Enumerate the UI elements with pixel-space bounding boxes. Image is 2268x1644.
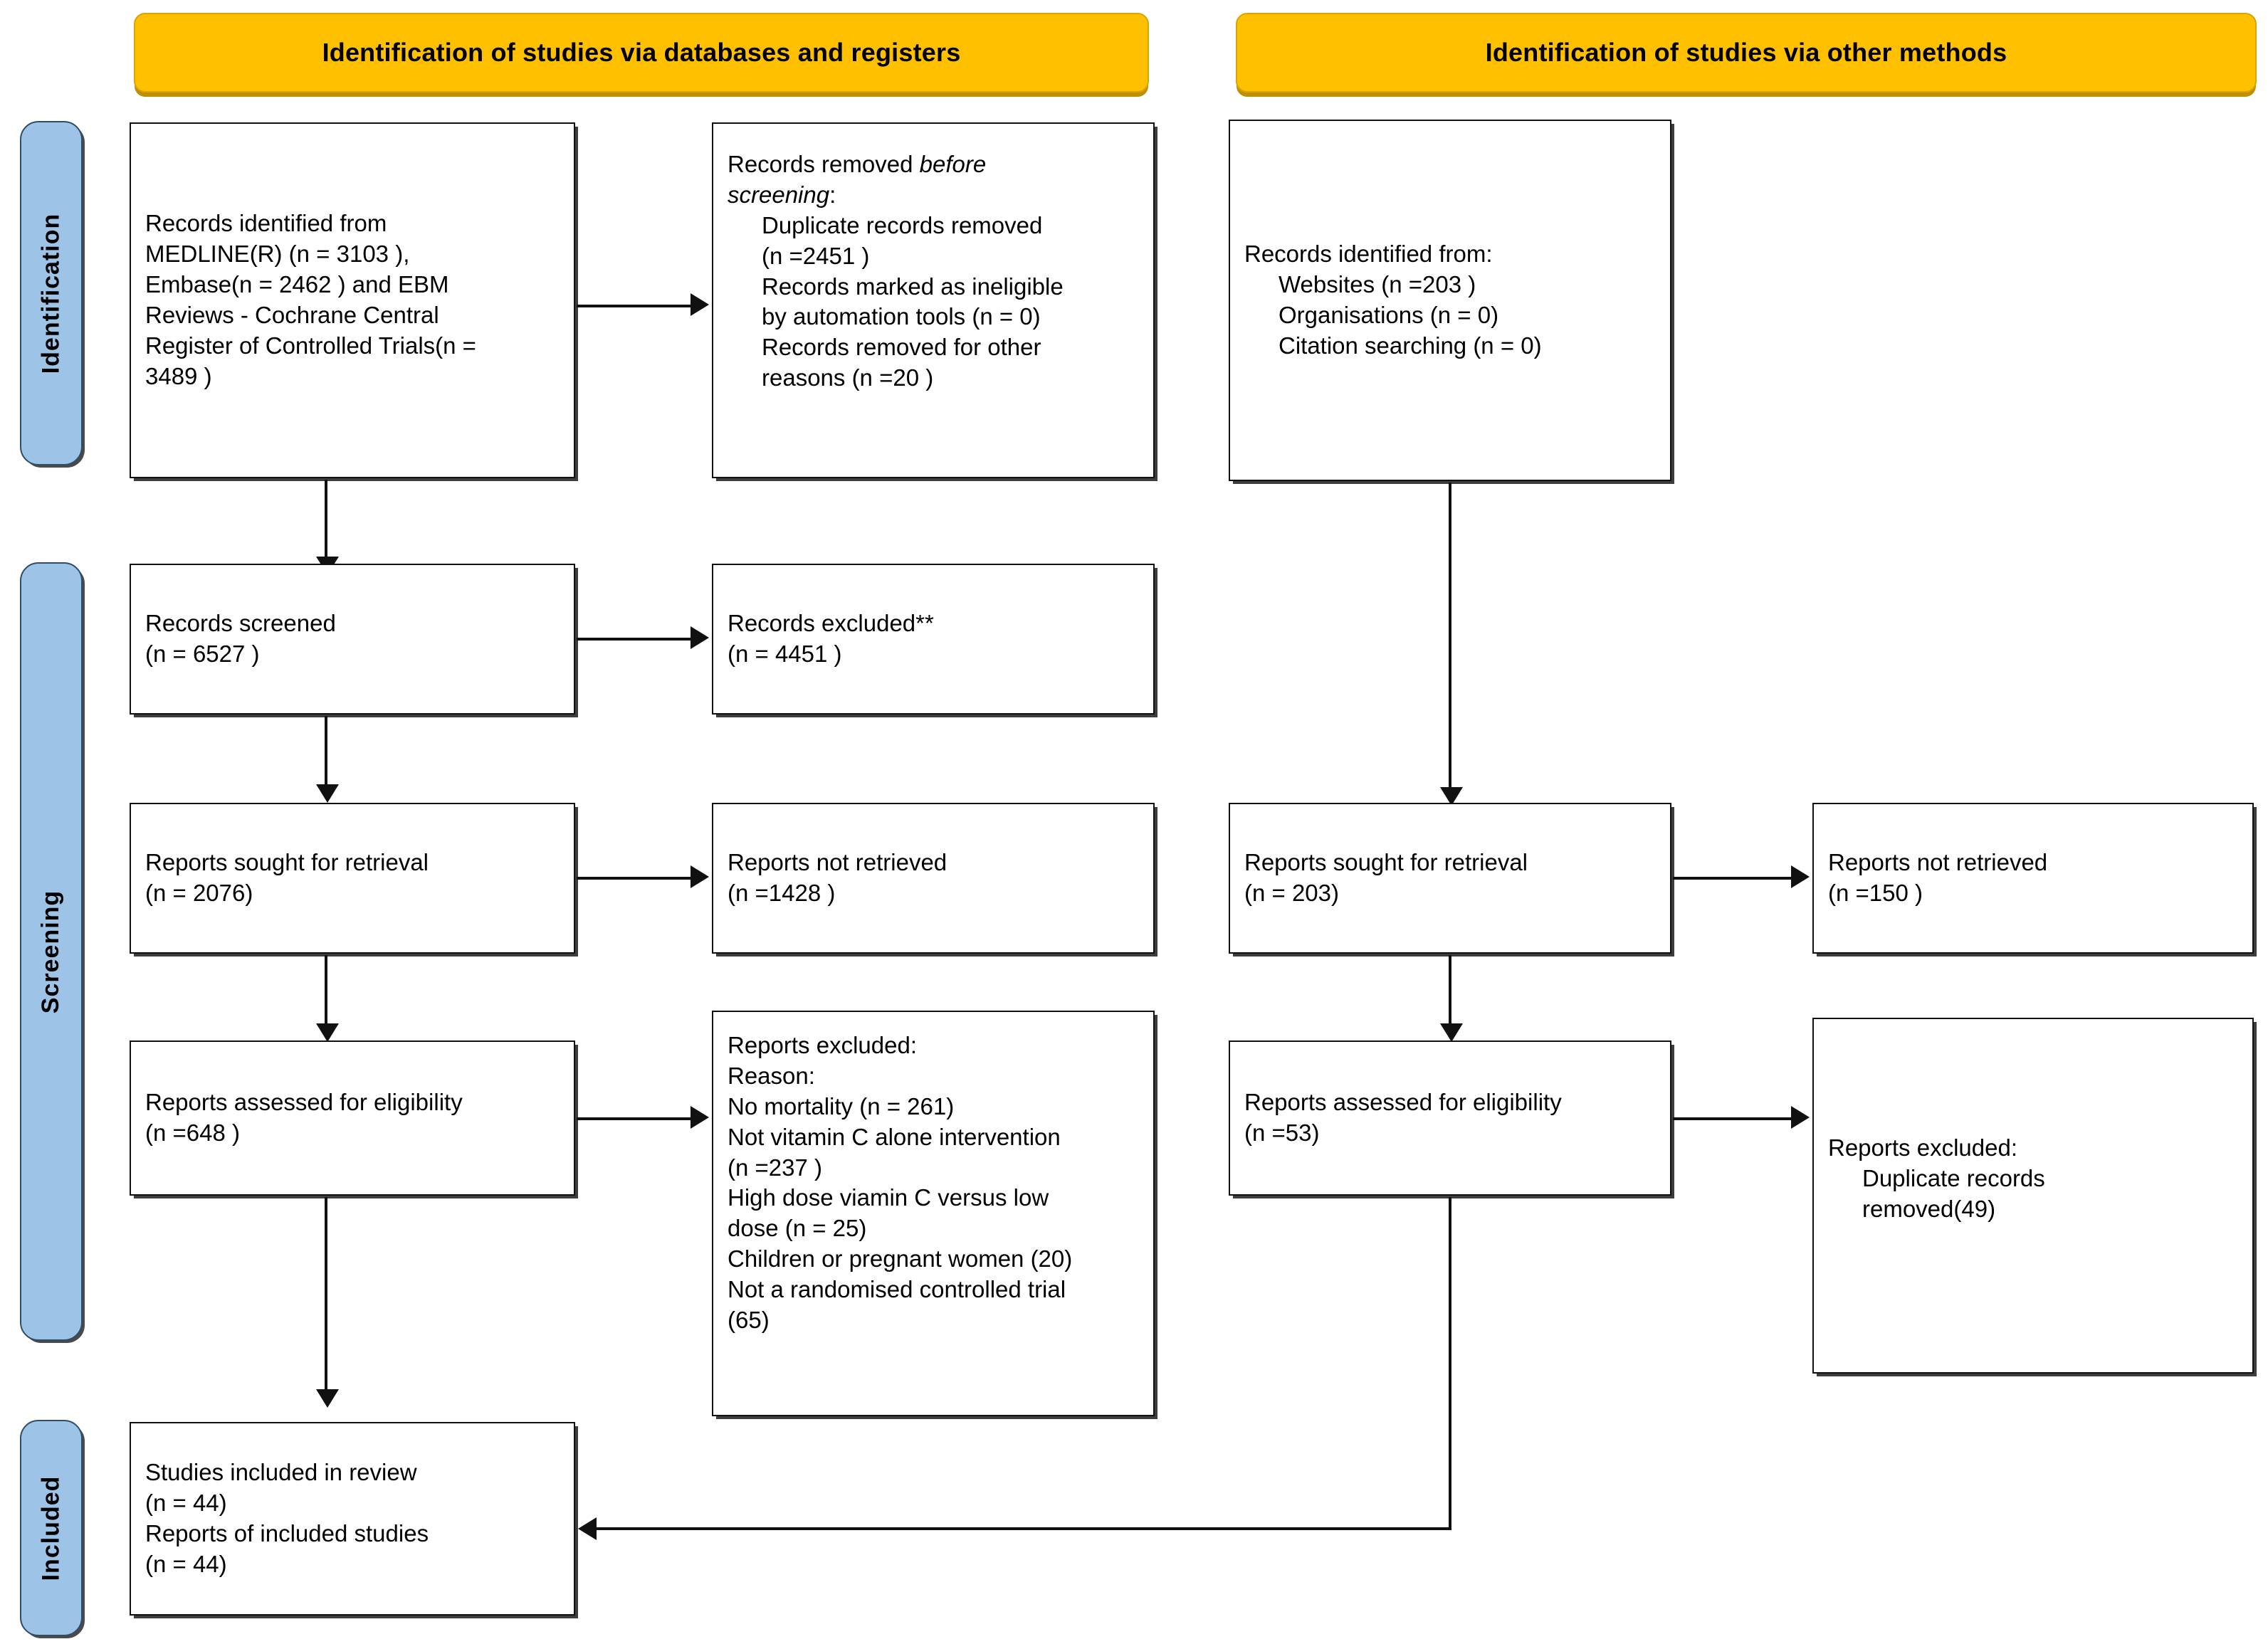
arrow-assessed-db-to-included (316, 1389, 339, 1408)
arrow-assessed-other-to-excluded (1791, 1106, 1810, 1129)
connector-sought-to-assessed-db (325, 955, 327, 1032)
box-reports-assessed-databases: Reports assessed for eligibility (n =648… (130, 1040, 575, 1196)
connector-assessed-db-to-included (325, 1197, 327, 1396)
reports-excluded-db-text: Reports excluded: Reason: No mortality (… (728, 1032, 1073, 1334)
reports-not-retrieved-db-text: Reports not retrieved (n =1428 ) (728, 849, 947, 906)
records-removed-title: Records removed before screening: (728, 151, 987, 208)
box-reports-sought-other: Reports sought for retrieval (n = 203) (1229, 803, 1671, 954)
reports-excluded-other-heading: Reports excluded: (1828, 1134, 2017, 1161)
box-studies-included: Studies included in review (n = 44) Repo… (130, 1422, 575, 1616)
arrow-identified-to-removed (691, 293, 709, 316)
arrow-sought-db-to-not-retrieved (691, 865, 709, 888)
records-identified-other-heading: Records identified from: (1244, 241, 1493, 268)
arrow-assessed-other-to-included (578, 1517, 597, 1540)
reports-assessed-db-text: Reports assessed for eligibility (n =648… (145, 1089, 463, 1146)
phase-tab-identification-label: Identification (37, 213, 65, 374)
box-reports-not-retrieved-other: Reports not retrieved (n =150 ) (1812, 803, 2254, 954)
arrow-sought-other-to-not-retrieved (1791, 865, 1810, 888)
banner-other-methods-label: Identification of studies via other meth… (1485, 38, 2007, 67)
phase-tab-screening-label: Screening (37, 890, 65, 1013)
connector-screened-to-sought (325, 716, 327, 793)
connector-assessed-other-down (1449, 1197, 1451, 1530)
phase-tab-screening: Screening (20, 562, 83, 1341)
connector-sought-to-assessed-other (1449, 955, 1451, 1032)
arrow-screened-to-sought (316, 784, 339, 803)
phase-tab-identification: Identification (20, 121, 83, 465)
reports-sought-db-text: Reports sought for retrieval (n = 2076) (145, 849, 429, 906)
box-reports-not-retrieved-databases: Reports not retrieved (n =1428 ) (712, 803, 1155, 954)
connector-assessed-other-to-included (597, 1527, 1451, 1530)
records-identified-db-text: Records identified from MEDLINE(R) (n = … (145, 210, 476, 389)
banner-databases-label: Identification of studies via databases … (322, 38, 961, 67)
box-records-removed-before-screening: Records removed before screening: Duplic… (712, 122, 1155, 478)
connector-assessed-db-to-excluded (577, 1117, 693, 1120)
box-records-screened: Records screened (n = 6527 ) (130, 564, 575, 715)
phase-tab-included: Included (20, 1420, 83, 1636)
box-reports-assessed-other: Reports assessed for eligibility (n =53) (1229, 1040, 1671, 1196)
records-removed-items: Duplicate records removed(n =2451 )Recor… (762, 211, 1064, 391)
box-records-excluded: Records excluded** (n = 4451 ) (712, 564, 1155, 715)
banner-databases-and-registers: Identification of studies via databases … (134, 13, 1149, 93)
connector-other-identified-to-sought (1449, 483, 1451, 796)
box-reports-excluded-databases: Reports excluded: Reason: No mortality (… (712, 1011, 1155, 1416)
banner-other-methods: Identification of studies via other meth… (1236, 13, 2257, 93)
records-screened-text: Records screened (n = 6527 ) (145, 610, 336, 667)
arrow-screened-to-excluded (691, 626, 709, 649)
reports-not-retrieved-other-text: Reports not retrieved (n =150 ) (1828, 849, 2048, 906)
records-identified-other-items: Websites (n =203 )Organisations (n = 0)C… (1279, 271, 1542, 359)
box-records-identified-other-methods: Records identified from: Websites (n =20… (1229, 120, 1671, 481)
connector-assessed-other-to-excluded (1673, 1117, 1794, 1120)
connector-sought-db-to-not-retrieved (577, 877, 693, 880)
records-excluded-text: Records excluded** (n = 4451 ) (728, 610, 934, 667)
arrow-sought-to-assessed-other (1440, 1023, 1463, 1042)
connector-sought-other-to-not-retrieved (1673, 877, 1794, 880)
arrow-other-identified-to-sought (1440, 787, 1463, 806)
connector-screened-to-excluded (577, 638, 693, 641)
arrow-assessed-db-to-excluded (691, 1106, 709, 1129)
phase-tab-included-label: Included (37, 1475, 65, 1581)
box-reports-sought-databases: Reports sought for retrieval (n = 2076) (130, 803, 575, 954)
reports-assessed-other-text: Reports assessed for eligibility (n =53) (1244, 1089, 1562, 1146)
connector-identified-to-screened (325, 480, 327, 565)
connector-identified-to-removed (577, 305, 693, 307)
reports-sought-other-text: Reports sought for retrieval (n = 203) (1244, 849, 1528, 906)
studies-included-text: Studies included in review (n = 44) Repo… (145, 1459, 429, 1577)
box-records-identified-databases: Records identified from MEDLINE(R) (n = … (130, 122, 575, 478)
arrow-sought-to-assessed-db (316, 1023, 339, 1042)
